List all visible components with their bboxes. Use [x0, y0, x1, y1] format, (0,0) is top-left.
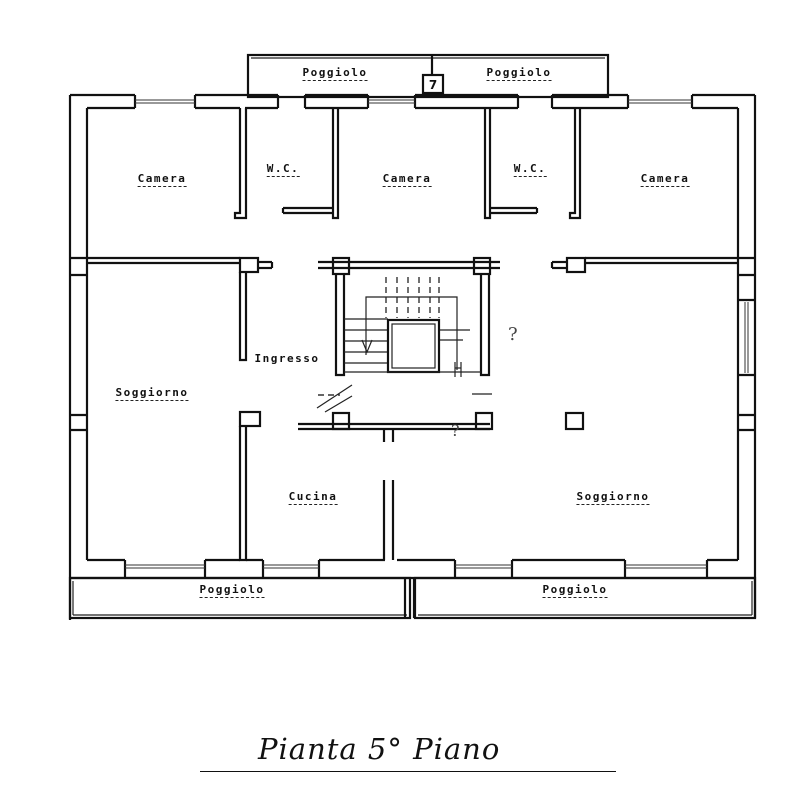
room-label-poggiolo-top-left: Poggiolo [302, 66, 368, 81]
room-label-camera-right: Camera [640, 172, 690, 187]
elevator-shaft [386, 318, 441, 374]
bottom-balconies [68, 576, 757, 620]
room-label-soggiorno-right: Soggiorno [576, 490, 650, 505]
room-label-cucina: Cucina [288, 490, 338, 505]
room-label-poggiolo-bottom-right: Poggiolo [542, 583, 608, 598]
down-arrow-icon [361, 339, 373, 354]
room-label-poggiolo-bottom-left: Poggiolo [199, 583, 265, 598]
stair-marker-icon: 7 [429, 78, 437, 92]
annotation-question: ? [508, 324, 518, 345]
room-label-wc-left: W.C. [266, 162, 300, 177]
room-label-poggiolo-top-right: Poggiolo [486, 66, 552, 81]
room-label-wc-right: W.C. [513, 162, 547, 177]
annotation-question: ? [451, 421, 460, 440]
column [564, 411, 585, 431]
interior-walls: ? ? [87, 108, 738, 618]
drawing-title: Pianta 5° Piano [258, 732, 501, 766]
room-label-soggiorno-left: Soggiorno [115, 386, 189, 401]
stair-marker-box [421, 73, 445, 95]
room-label-camera-center: Camera [382, 172, 432, 187]
title-underline [200, 771, 616, 772]
stair-treads [344, 277, 470, 377]
top-balcony: 7 [246, 53, 610, 99]
room-label-ingresso: Ingresso [254, 352, 320, 365]
room-label-camera-left: Camera [137, 172, 187, 187]
